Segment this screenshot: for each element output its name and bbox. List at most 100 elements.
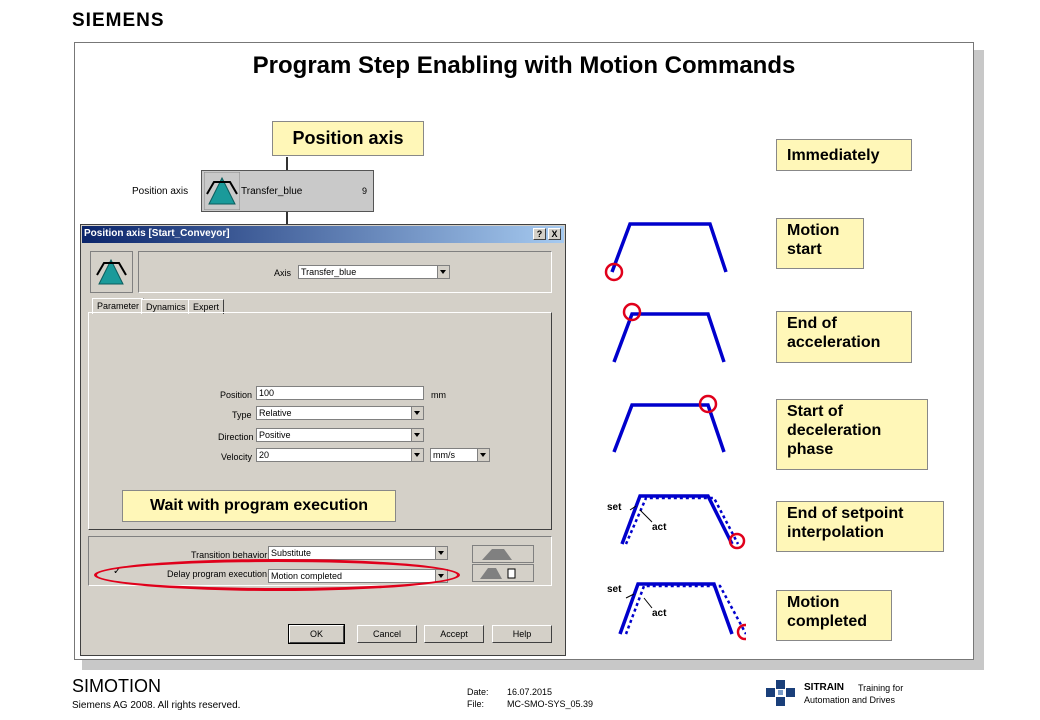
position-axis-icon xyxy=(96,258,127,285)
direction-select[interactable]: Positive xyxy=(256,428,424,442)
sequence-block-label: Position axis xyxy=(132,186,189,197)
option-label-line: Motion xyxy=(787,594,840,611)
option-end-of-setpoint-interpolation: End of setpoint interpolation xyxy=(776,501,944,552)
type-label: Type xyxy=(232,410,252,420)
option-label-line: Immediately xyxy=(787,147,880,164)
footer-date-label: Date: xyxy=(467,687,489,697)
chevron-down-icon xyxy=(477,449,489,461)
option-end-of-acceleration: End of acceleration xyxy=(776,311,912,363)
profile-end-of-setpoint xyxy=(620,494,746,550)
type-select-value: Relative xyxy=(259,408,292,418)
marker-circle xyxy=(622,302,642,322)
trapezoid-profile-icon xyxy=(482,549,512,560)
option-label-line: start xyxy=(787,241,822,258)
marker-circle xyxy=(736,623,746,641)
option-label-line: interpolation xyxy=(787,524,884,541)
velocity-unit-value: mm/s xyxy=(433,450,455,460)
option-label-line: Start of xyxy=(787,403,843,420)
axis-select[interactable]: Transfer_blue xyxy=(298,265,450,279)
option-label-line: End of xyxy=(787,315,837,332)
actual-profile-line xyxy=(624,584,746,635)
option-label-line: acceleration xyxy=(787,334,881,351)
footer-file: MC-SMO-SYS_05.39 xyxy=(507,699,594,709)
footer-sitrain: SITRAIN xyxy=(804,682,844,693)
set-pointer xyxy=(625,593,635,599)
accept-button[interactable]: Accept xyxy=(424,625,484,643)
profile-start-of-deceleration xyxy=(612,394,726,453)
marker-circle xyxy=(698,394,718,414)
footer-file-label: File: xyxy=(467,699,485,709)
highlight-ellipse xyxy=(94,559,460,591)
tab-expert[interactable]: Expert xyxy=(188,299,225,314)
velocity-profile-diagrams xyxy=(604,222,746,641)
act-pointer xyxy=(643,597,653,609)
direction-select-value: Positive xyxy=(259,430,291,440)
sitrain-logo-icon xyxy=(766,680,795,706)
dialog-title: Position axis [Start_Conveyor] xyxy=(84,228,230,239)
footer-copyright: Siemens AG 2008. All rights reserved. xyxy=(72,700,241,711)
sequence-block-number: 9 xyxy=(362,186,368,196)
position-label: Position xyxy=(220,390,253,400)
velocity-profile-line xyxy=(612,403,726,453)
position-input[interactable]: 100 xyxy=(256,386,424,400)
chevron-down-icon xyxy=(411,407,423,419)
slide-title: Program Step Enabling with Motion Comman… xyxy=(252,52,796,79)
position-unit: mm xyxy=(431,390,446,400)
velocity-label: Velocity xyxy=(221,452,253,462)
setpoint-profile-line xyxy=(620,494,734,545)
transition-behavior-label: Transition behavior xyxy=(191,550,268,560)
position-axis-icon xyxy=(204,172,240,210)
option-immediately: Immediately xyxy=(776,139,912,171)
dialog-close-button[interactable]: X xyxy=(548,228,561,240)
siemens-logo: SIEMENS xyxy=(72,10,165,31)
position-axis-label: Position axis xyxy=(272,121,424,156)
act-label: act xyxy=(652,608,667,619)
footer-product: SIMOTION xyxy=(72,676,161,696)
option-label-line: completed xyxy=(787,613,868,630)
sequence-block-name: Transfer_blue xyxy=(241,186,303,197)
transition-behavior-select[interactable]: Substitute xyxy=(268,546,448,560)
dialog-titlebar[interactable] xyxy=(82,226,564,243)
act-pointer xyxy=(639,509,653,523)
marker-circle xyxy=(728,532,746,550)
actual-profile-line xyxy=(624,496,740,545)
velocity-select-value: 20 xyxy=(259,450,270,460)
profile-motion-completed xyxy=(618,582,746,641)
setpoint-profile-line xyxy=(618,582,734,635)
option-label-line: phase xyxy=(787,441,834,458)
profile-motion-start xyxy=(604,222,728,282)
option-label-line: End of setpoint xyxy=(787,505,904,522)
transition-behavior-value: Substitute xyxy=(271,548,312,558)
set-pointer xyxy=(629,505,637,511)
option-label-line: Motion xyxy=(787,222,840,239)
marker-circle xyxy=(604,262,624,282)
wait-program-execution-label: Wait with program execution xyxy=(122,490,396,522)
parameter-tab-panel xyxy=(88,312,552,530)
chevron-down-icon xyxy=(411,449,423,461)
cancel-button[interactable]: Cancel xyxy=(357,625,417,643)
type-select[interactable]: Relative xyxy=(256,406,424,420)
option-label-line: deceleration xyxy=(787,422,882,439)
set-label: set xyxy=(607,584,622,595)
axis-label: Axis xyxy=(274,268,292,278)
footer-sitrain-sub2: Automation and Drives xyxy=(804,695,896,705)
chevron-down-icon xyxy=(437,266,449,278)
velocity-unit-select[interactable]: mm/s xyxy=(430,448,490,462)
direction-label: Direction xyxy=(218,432,254,442)
axis-select-value: Transfer_blue xyxy=(301,267,357,277)
footer-sitrain-sub: Training for xyxy=(858,683,904,693)
velocity-select[interactable]: 20 xyxy=(256,448,424,462)
footer-date: 16.07.2015 xyxy=(507,687,553,697)
help-button[interactable]: Help xyxy=(492,625,552,643)
option-start-of-deceleration: Start of deceleration phase xyxy=(776,399,928,470)
ok-button[interactable]: OK xyxy=(288,624,345,644)
dialog-axis-panel xyxy=(138,251,552,293)
velocity-profile-line xyxy=(612,312,726,363)
dialog-help-button[interactable]: ? xyxy=(533,228,546,240)
option-motion-completed: Motion completed xyxy=(776,590,892,641)
profile-end-of-acceleration xyxy=(612,302,726,363)
chevron-down-icon xyxy=(411,429,423,441)
option-motion-start: Motion start xyxy=(776,218,864,269)
act-label: act xyxy=(652,522,667,533)
velocity-profile-line xyxy=(610,222,728,273)
